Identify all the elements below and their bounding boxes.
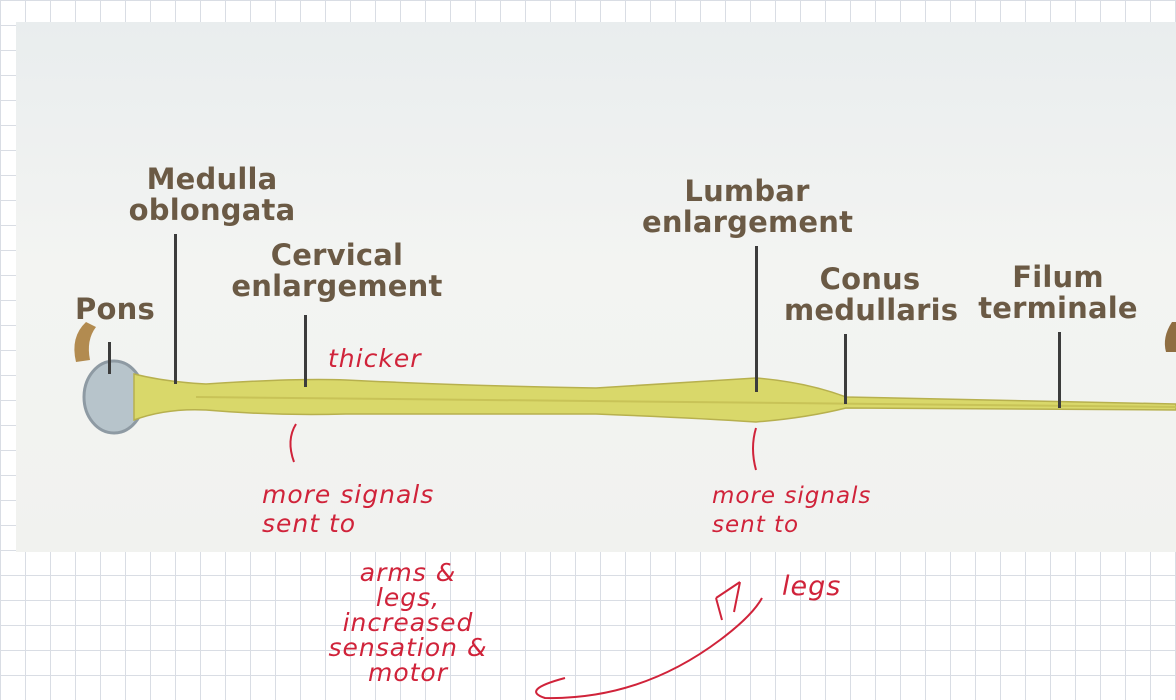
label-pons: Pons <box>75 292 155 326</box>
pointer-cervical <box>304 315 307 387</box>
note-cervical-signals: more signals sent to <box>262 480 435 538</box>
lecture-slide: Pons Medulla oblongata Cervical enlargem… <box>16 22 1176 552</box>
arrow-curve <box>535 597 763 700</box>
note-legs: legs <box>782 571 842 602</box>
pointer-conus <box>844 334 847 404</box>
lumbar-tick <box>752 427 757 471</box>
label-medulla-oblongata: Medulla oblongata <box>128 162 296 227</box>
pointer-pons <box>108 342 111 374</box>
edge-partial <box>1164 322 1176 352</box>
pointer-lumbar <box>755 246 758 392</box>
pointer-filum <box>1058 332 1061 408</box>
note-lumbar-signals: more signals sent to <box>712 483 872 538</box>
spinal-cord <box>133 373 1176 423</box>
label-conus-medullaris: Conus medullaris <box>784 262 959 327</box>
pointer-medulla <box>174 234 177 384</box>
label-lumbar-enlargement: Lumbar enlargement <box>642 174 854 239</box>
note-cervical-continued: arms & legs, increased sensation & motor <box>328 558 488 687</box>
note-thicker: thicker <box>328 344 422 373</box>
spinal-cord-illustration <box>74 322 1176 435</box>
pons-edge <box>74 322 96 362</box>
cervical-tick <box>289 423 297 463</box>
arrow-head <box>715 581 741 621</box>
label-filum-terminale: Filum terminale <box>978 260 1138 325</box>
label-cervical-enlargement: Cervical enlargement <box>231 238 443 303</box>
